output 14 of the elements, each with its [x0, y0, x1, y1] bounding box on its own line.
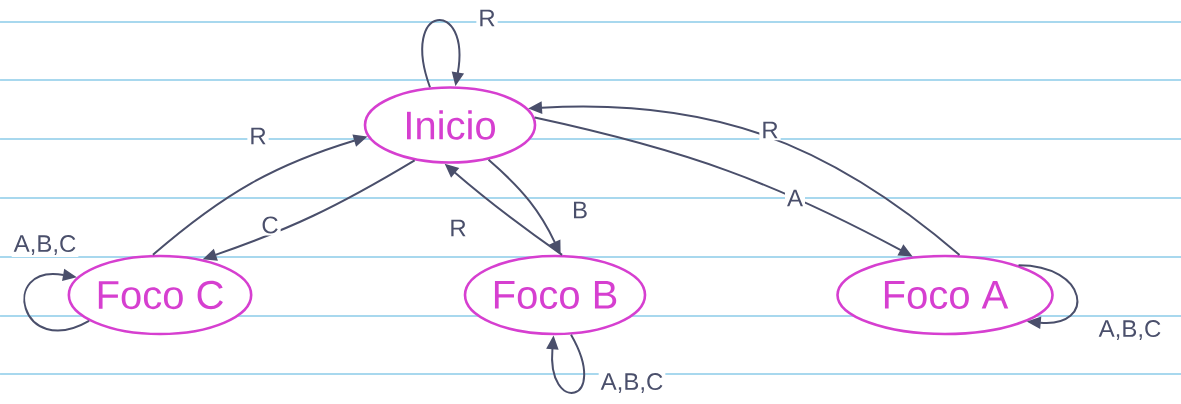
edge-label: A,B,C	[598, 371, 666, 395]
edge-label: A,B,C	[1096, 318, 1164, 342]
edge-label: C	[259, 214, 281, 236]
edge-label: R	[447, 217, 469, 239]
arrow	[23, 268, 91, 332]
arrow	[546, 333, 586, 394]
edge-label: R	[247, 125, 269, 147]
edge-label: R	[759, 119, 781, 141]
arrow	[1017, 264, 1079, 330]
arrow	[421, 19, 465, 89]
edge-label: B	[570, 199, 590, 221]
edge-label: R	[476, 7, 498, 29]
edge-label: A,B,C	[11, 233, 79, 257]
edge-label: A	[785, 187, 805, 209]
